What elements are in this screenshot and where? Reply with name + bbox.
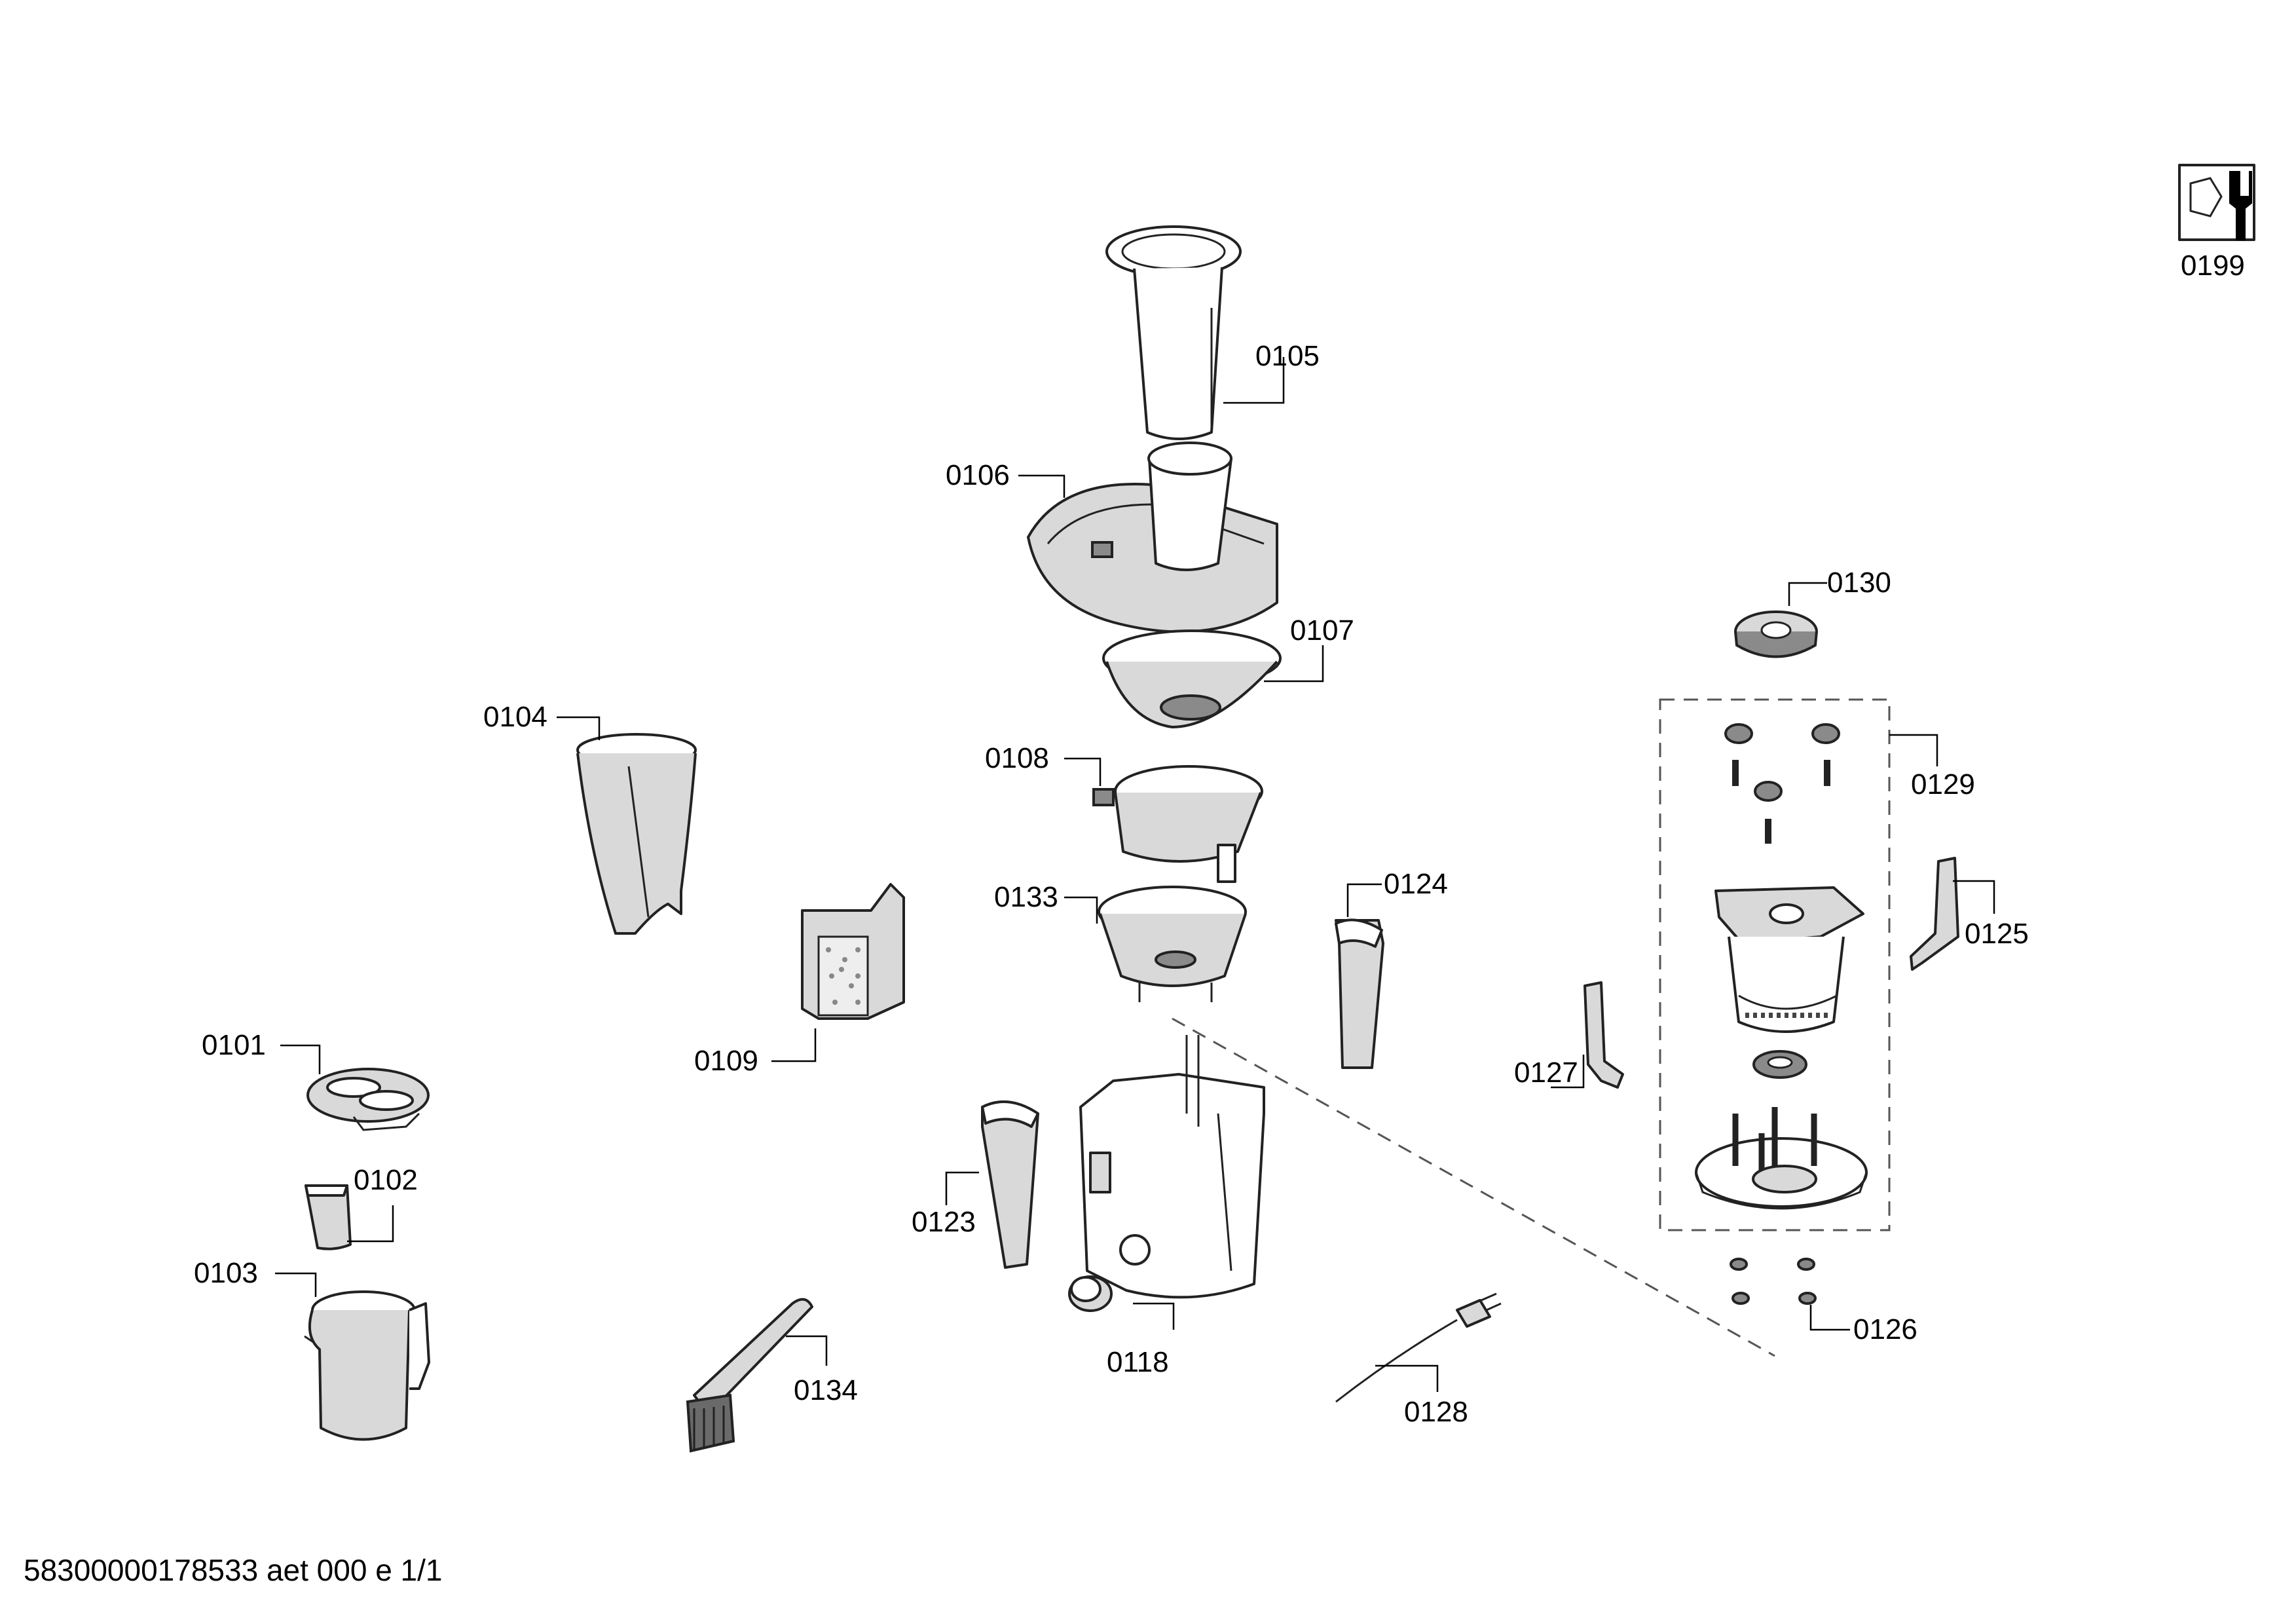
part-label-0101: 0101	[202, 1029, 266, 1061]
part-0128-cord	[1335, 1292, 1502, 1403]
part-label-0105: 0105	[1255, 340, 1320, 372]
part-label-0199: 0199	[2181, 250, 2245, 282]
part-label-0118: 0118	[1107, 1346, 1169, 1378]
motor-assembly-components	[1695, 723, 1868, 1210]
part-0105-pusher	[1105, 225, 1242, 440]
part-0123-feet	[1730, 1258, 1817, 1305]
part-label-0123: 0126	[1853, 1313, 1917, 1345]
part-label-0106: 0106	[946, 459, 1010, 491]
part-label-0126: 0125	[1965, 918, 2029, 950]
part-label-0109: 0109	[694, 1045, 758, 1077]
part-0129-bowl	[1098, 886, 1247, 1002]
tool-icon-0199	[2178, 164, 2255, 241]
part-label-0127: 0127	[1514, 1057, 1578, 1089]
part-0124-clip	[981, 1100, 1039, 1269]
alignment-line	[1172, 1017, 1775, 1357]
part-0109-separator	[801, 883, 905, 1020]
part-label-0108: 0108	[985, 742, 1049, 774]
part-0130-coupling	[1734, 610, 1818, 658]
part-label-0103: 0103	[194, 1257, 258, 1289]
part-0125-clip	[1335, 918, 1384, 1069]
part-0126-bracket	[1910, 857, 1959, 971]
part-0108-housing	[1092, 765, 1263, 883]
part-0102-insert	[305, 1184, 352, 1250]
part-label-0124: 0123	[912, 1206, 976, 1238]
part-label-0128: 0128	[1404, 1396, 1468, 1428]
part-0101-lid	[306, 1068, 430, 1131]
part-0103-jug	[304, 1290, 430, 1441]
part-0104-container	[576, 733, 697, 935]
part-label-0133: 0129	[1911, 768, 1975, 800]
part-label-0104: 0104	[483, 701, 547, 733]
part-0118-knob	[1068, 1275, 1113, 1312]
part-label-0129: 0133	[994, 881, 1058, 913]
part-label-0134: 0134	[794, 1374, 858, 1406]
part-0106-lid	[1027, 441, 1278, 633]
part-label-0130: 0130	[1827, 567, 1891, 599]
part-label-0102: 0102	[354, 1164, 418, 1196]
motor-assembly-group	[1659, 698, 1891, 1231]
part-main-body	[1079, 1035, 1265, 1299]
part-0134-brush	[686, 1298, 813, 1453]
document-code: 58300000178533 aet 000 e 1/1	[24, 1553, 443, 1587]
part-0127-clip	[1583, 981, 1624, 1089]
part-label-0107: 0107	[1290, 614, 1354, 647]
part-label-0125: 0124	[1384, 868, 1448, 900]
part-0107-filter	[1102, 629, 1282, 728]
